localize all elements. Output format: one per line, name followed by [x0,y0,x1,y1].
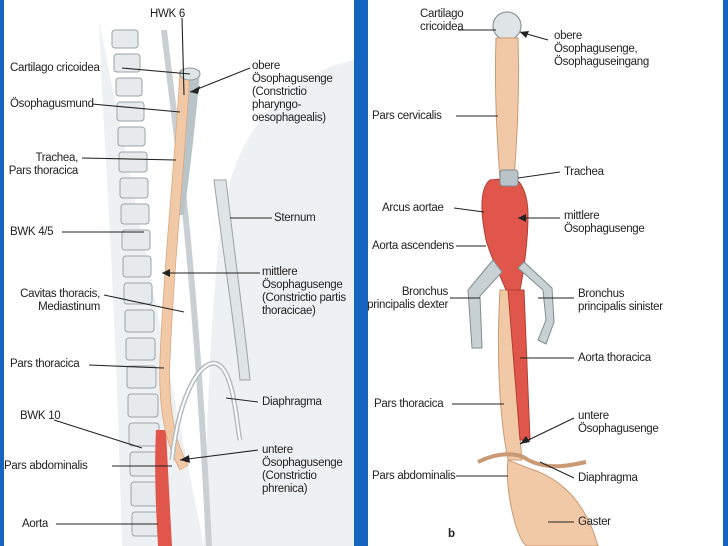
label-aorta-thoracica: Aorta thoracica [578,352,651,364]
label-oesophagusmund: Ösophagusmund [10,98,94,110]
label-untere-oesophagusenge-right: untere Ösophagusenge [578,410,659,435]
label-cartilago-cricoidea: Cartilago cricoidea [10,62,100,74]
label-untere-oesophagusenge-left: untere Ösophagusenge (Constrictio phreni… [262,444,343,495]
diaphragm-line [477,452,587,469]
label-pars-thoracica-right: Pars thoracica [374,398,444,410]
label-pars-abdominalis-right: Pars abdominalis [372,470,456,482]
label-bronchus-principalis-sinister: Bronchus principalis sinister [578,288,663,313]
label-cavitas-thoracis: Cavitas thoracis, Mediastinum [20,288,100,313]
sagittal-illustration [53,17,354,546]
label-cartilago-cricoidea-right: Cartilago cricoidea [420,8,464,33]
trachea-shape [499,169,519,187]
label-mittlere-oesophagusenge-right: mittlere Ösophagusenge [564,210,645,235]
oesophagus-shape [159,69,191,471]
label-gaster: Gaster [578,516,611,528]
label-diaphragma-right: Diaphragma [578,472,638,484]
label-pars-abdominalis-left: Pars abdominalis [4,460,88,472]
label-obere-oesophagusenge-right: obere Ösophagusenge, Ösophaguseingang [554,30,649,68]
label-pars-cervicalis: Pars cervicalis [372,110,442,122]
spine [111,29,163,537]
label-aorta-ascendens: Aorta ascendens [372,240,454,252]
cricoid-shape [492,11,522,41]
label-trachea-right: Trachea [564,166,604,178]
left-panel-sagittal-view: HWK 6 Cartilago cricoidea Ösophagusmund … [4,0,354,546]
label-pars-thoracica-left: Pars thoracica [10,358,80,370]
panel-letter-b: b [448,528,455,540]
label-bronchus-principalis-dexter: Bronchus principalis dexter [368,286,448,311]
bronchi [467,259,555,349]
label-hwk6: HWK 6 [150,8,185,20]
label-bwk10: BWK 10 [20,410,61,422]
label-aorta-left: Aorta [22,518,48,530]
label-trachea-pars-thoracica: Trachea, Pars thoracica [8,152,79,177]
oesophagus-tube [494,37,520,181]
aorta-thoracica-shape [507,289,531,441]
frontal-illustration [450,11,599,546]
label-diaphragma-left: Diaphragma [262,396,322,408]
aorta-shape [155,430,172,546]
right-panel-frontal-view: Cartilago cricoidea Pars cervicalis Arcu… [368,0,723,546]
label-arcus-aortae: Arcus aortae [382,202,444,214]
sternum-shape [213,179,251,381]
label-mittlere-oesophagusenge-left: mittlere Ösophagusenge (Constrictio part… [262,266,346,317]
label-obere-oesophagusenge-left: obere Ösophagusenge (Constrictio pharyng… [252,60,333,124]
label-bwk45: BWK 4/5 [10,226,54,238]
label-sternum: Sternum [274,212,316,224]
